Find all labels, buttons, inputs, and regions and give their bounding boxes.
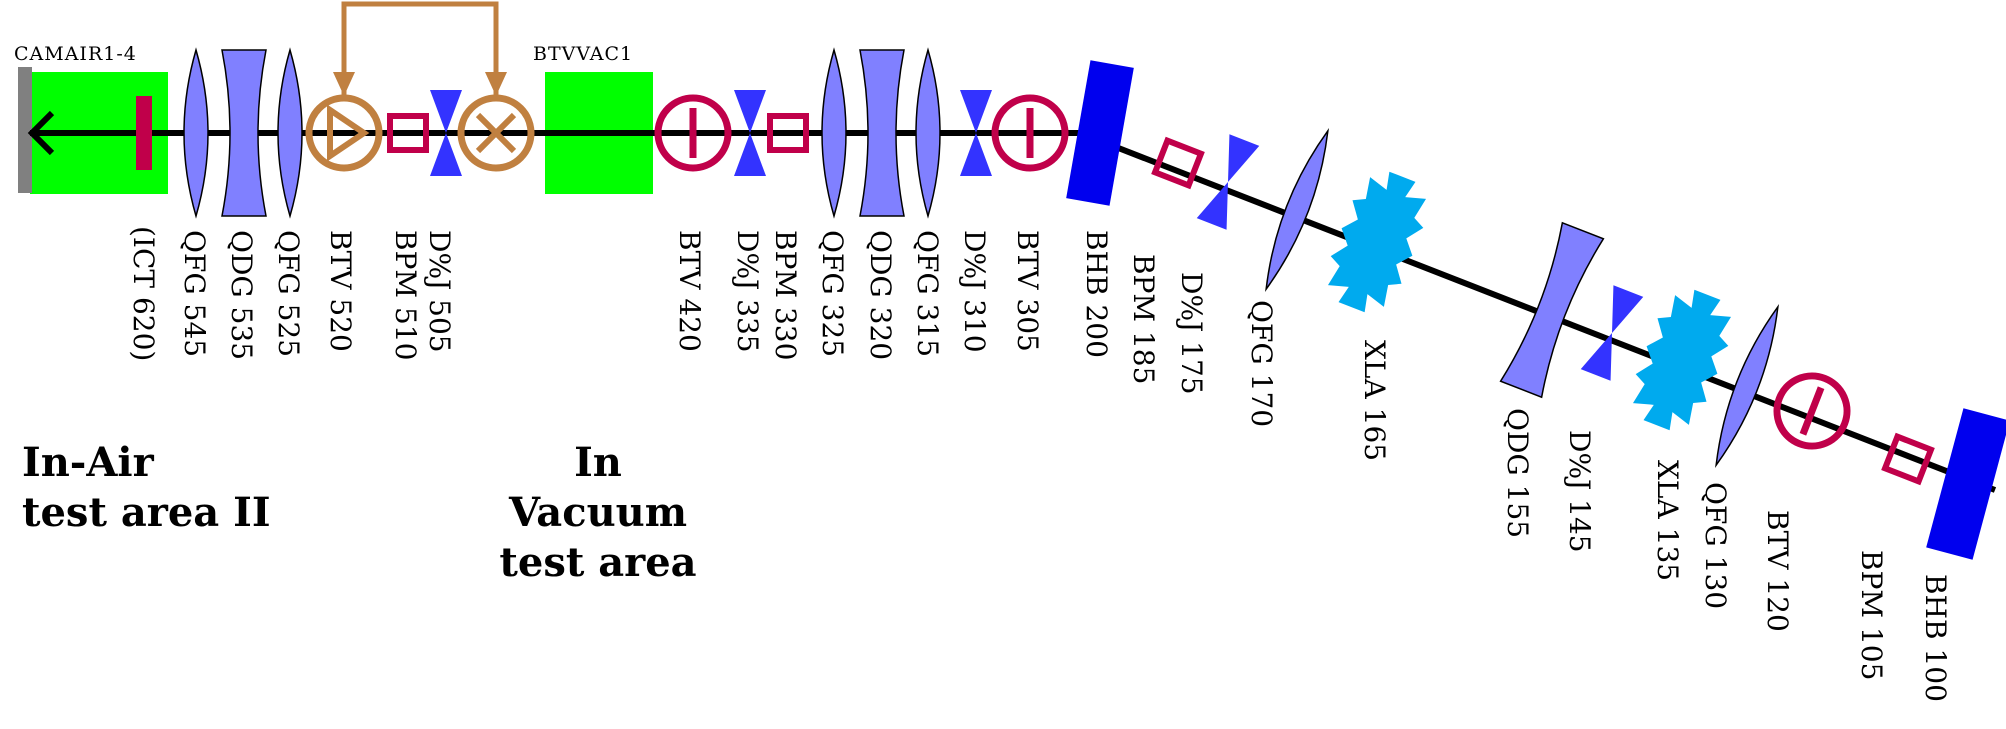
corrector-dj-335 <box>734 90 766 176</box>
corrector-dj-175 <box>1196 134 1260 230</box>
in-air-title-line1: In-Air <box>22 439 154 486</box>
element-label: BPM 510 <box>389 230 422 360</box>
corrector-dj-310 <box>960 90 992 176</box>
triangle-icon <box>327 104 370 162</box>
element-label: XLA 165 <box>1358 340 1391 461</box>
bpm-105 <box>1881 432 1935 486</box>
element-label: QDG 155 <box>1501 408 1534 538</box>
cross-icon <box>475 112 517 154</box>
bracket-arrowhead-icon <box>333 72 355 96</box>
structure-xla-135 <box>1632 289 1732 431</box>
screen-btv-420 <box>654 94 732 172</box>
camera-label: CAMAIR1-4 <box>14 43 137 65</box>
quad-focusing-qfg-170 <box>1265 128 1329 292</box>
corrector-dj-505 <box>430 90 462 176</box>
camera-link-bracket <box>341 1 499 96</box>
element-label: QFG 325 <box>816 230 849 357</box>
element-label: D%J 175 <box>1175 272 1208 395</box>
bpm-330 <box>767 113 809 153</box>
element-label: D%J 335 <box>731 230 764 353</box>
arrowhead-icon <box>27 110 55 156</box>
element-label: (ICT 620) <box>127 226 160 361</box>
element-label: BPM 105 <box>1855 550 1888 680</box>
dipole-bhb-100 <box>1926 408 2006 560</box>
quad-focusing-qfg-545 <box>183 47 209 219</box>
element-label: BTV 520 <box>324 230 357 352</box>
element-label: QFG 525 <box>272 230 305 357</box>
screen-btv-305 <box>991 94 1069 172</box>
quad-focusing-qfg-315 <box>915 47 941 219</box>
bpm-185 <box>1151 136 1205 190</box>
element-label: BPM 185 <box>1127 254 1160 384</box>
element-label: QFG 130 <box>1699 482 1732 609</box>
element-label: BTV 120 <box>1761 510 1794 632</box>
structure-xla-165 <box>1327 171 1427 313</box>
element-label: BTV 305 <box>1011 230 1044 352</box>
element-label: QDG 320 <box>864 230 897 360</box>
in-vacuum-area-title: In Vacuum test area <box>482 438 714 588</box>
element-label: BHB 100 <box>1919 574 1952 702</box>
screen-btv-120 <box>1773 372 1851 450</box>
wall-plate <box>18 67 32 193</box>
in-air-title-line2: test area II <box>22 489 271 536</box>
bracket-arrowhead-icon <box>485 72 507 96</box>
element-label: BHB 200 <box>1080 230 1113 358</box>
screen-btvvac1 <box>457 94 535 172</box>
element-label: QFG 170 <box>1245 300 1278 427</box>
element-label: BPM 330 <box>769 230 802 360</box>
quad-defocusing-qdg-320 <box>859 49 905 217</box>
corrector-dj-145 <box>1580 285 1644 381</box>
in-air-area-title: In-Air test area II <box>22 438 271 538</box>
screen-btv-520 <box>305 94 383 172</box>
quad-defocusing-qdg-535 <box>221 49 267 217</box>
dipole-bhb-200 <box>1066 60 1134 206</box>
quad-focusing-qfg-525 <box>277 47 303 219</box>
element-label: QDG 535 <box>225 230 258 360</box>
current-transformer-ict-620 <box>136 96 152 170</box>
quad-focusing-qfg-130 <box>1715 304 1779 468</box>
in-vacuum-title-line1: In Vacuum <box>508 439 688 536</box>
screen-label: BTVVAC1 <box>533 43 633 65</box>
quad-defocusing-qdg-155 <box>1499 221 1605 399</box>
element-label: QFG 545 <box>178 230 211 357</box>
element-label: D%J 505 <box>423 230 456 353</box>
element-label: XLA 135 <box>1651 460 1684 581</box>
element-label: QFG 315 <box>911 230 944 357</box>
element-label: BTV 420 <box>673 230 706 352</box>
quad-focusing-qfg-325 <box>821 47 847 219</box>
element-label: D%J 145 <box>1563 430 1596 553</box>
element-label: D%J 310 <box>958 230 991 353</box>
bpm-510 <box>387 113 429 153</box>
in-vacuum-title-line2: test area <box>499 539 697 586</box>
